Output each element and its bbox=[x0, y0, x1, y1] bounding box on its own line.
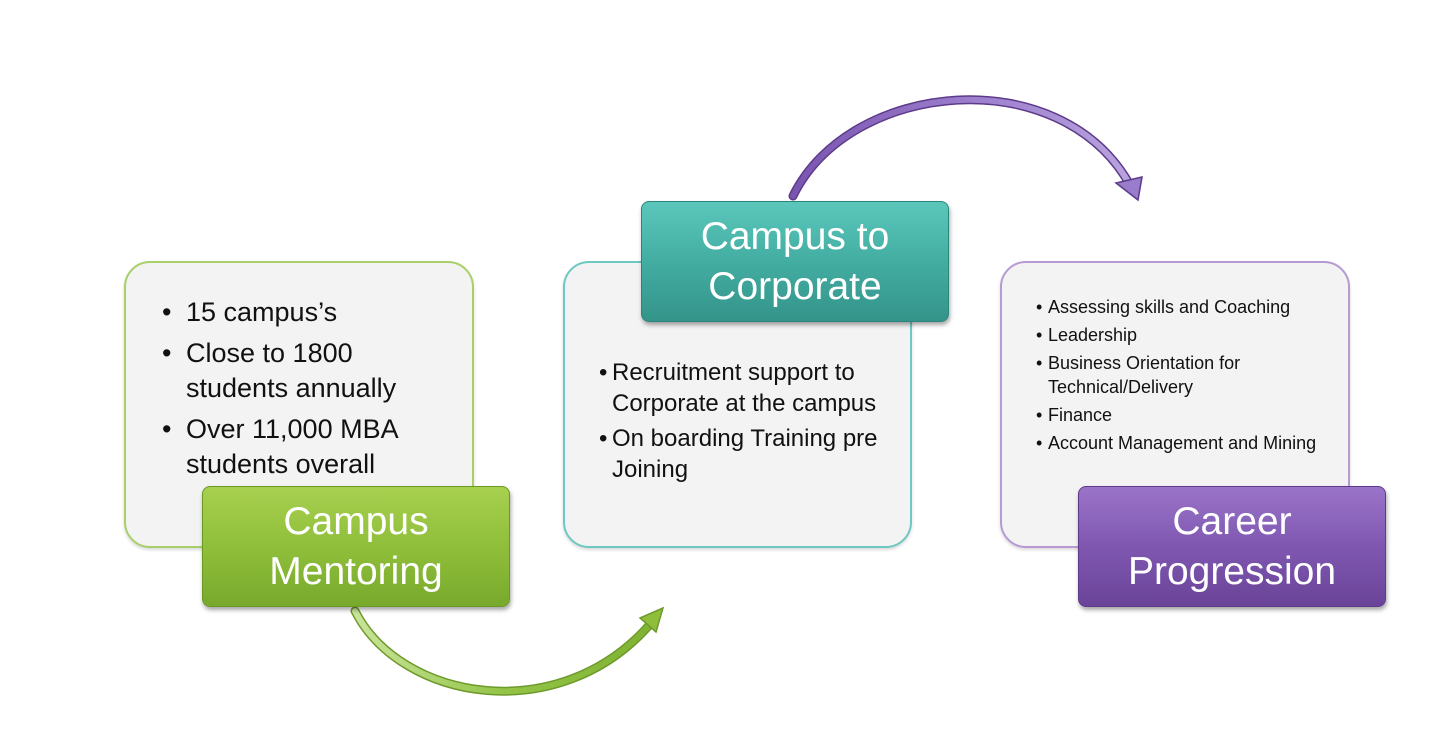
list-item: On boarding Training pre Joining bbox=[599, 423, 889, 485]
list-item: Recruitment support to Corporate at the … bbox=[599, 357, 889, 419]
arrow-mentoring-to-corporate bbox=[350, 606, 665, 696]
list-item: Assessing skills and Coaching bbox=[1036, 295, 1336, 319]
list-item: 15 campus’s bbox=[162, 295, 462, 330]
arrow-corporate-to-career bbox=[788, 95, 1143, 202]
list-item: Close to 1800 students annually bbox=[162, 336, 462, 406]
list-item: Over 11,000 MBA students overall bbox=[162, 412, 462, 482]
campus-mentoring-list: 15 campus’s Close to 1800 students annua… bbox=[162, 295, 462, 488]
list-item: Business Orientation for Technical/Deliv… bbox=[1036, 351, 1336, 399]
stage-title-campus-mentoring: Campus Mentoring bbox=[202, 486, 510, 607]
list-item: Account Management and Mining bbox=[1036, 431, 1336, 455]
list-item: Finance bbox=[1036, 403, 1336, 427]
list-item: Leadership bbox=[1036, 323, 1336, 347]
campus-to-corporate-list: Recruitment support to Corporate at the … bbox=[599, 357, 889, 489]
stage-title-career-progression: Career Progression bbox=[1078, 486, 1386, 607]
stage-title-campus-to-corporate: Campus to Corporate bbox=[641, 201, 949, 322]
career-progression-list: Assessing skills and Coaching Leadership… bbox=[1036, 295, 1336, 459]
